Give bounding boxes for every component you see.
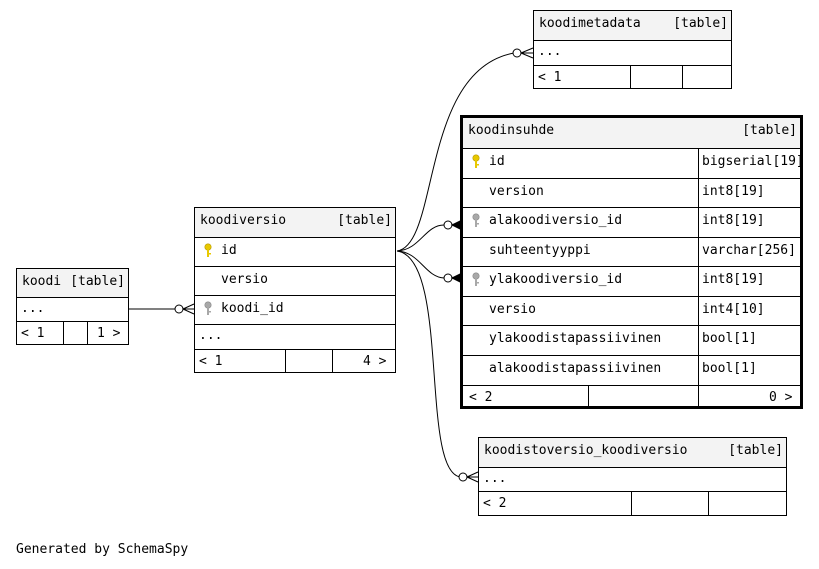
column-row-suhteentyyppi[interactable]: suhteentyyppi varchar[256]: [463, 237, 800, 267]
primary-key-icon: [472, 154, 480, 168]
column-type: bigserial[19]: [702, 154, 804, 169]
table-kind: [table]: [337, 213, 392, 228]
column-name: ylakoodiversio_id: [489, 272, 623, 287]
child-count[interactable]: 1 >: [97, 326, 121, 341]
column-type: varchar[256]: [702, 242, 796, 258]
column-row-version[interactable]: version int8[19]: [463, 178, 800, 208]
child-count[interactable]: 4 >: [363, 354, 387, 369]
edge-crowfoot-koodi-koodiversio: [182, 303, 195, 315]
ellipsis-row: ...: [479, 468, 786, 492]
column-name: suhteentyyppi: [489, 242, 591, 258]
table-koodistoversio-koodiversio[interactable]: koodistoversio_koodiversio [table] ... <…: [478, 437, 787, 516]
table-footer: < 2 0 >: [463, 385, 800, 409]
table-name[interactable]: koodiversio: [200, 213, 287, 228]
edge-circle-koodi-koodiversio: [174, 304, 184, 314]
table-name[interactable]: koodinsuhde: [468, 123, 555, 138]
column-name: koodi_id: [221, 301, 284, 316]
ellipsis-row: ...: [195, 325, 395, 350]
column-row-alakoodistapassiivinen[interactable]: alakoodistapassiivinen bool[1]: [463, 355, 800, 385]
table-footer: < 1 1 >: [17, 322, 128, 344]
ellipsis-text: ...: [199, 328, 223, 343]
table-header[interactable]: koodistoversio_koodiversio [table]: [479, 438, 786, 468]
table-name[interactable]: koodistoversio_koodiversio: [484, 443, 688, 458]
table-koodiversio[interactable]: koodiversio [table] id versio koodi_id .…: [194, 207, 396, 373]
column-name: versio: [221, 272, 268, 287]
edge-koodiversio-koodistoversio: [396, 250, 461, 478]
ellipsis-text: ...: [483, 471, 507, 486]
column-type: int8[19]: [702, 213, 765, 228]
parent-count[interactable]: < 1: [199, 354, 223, 369]
primary-key-icon: [204, 243, 212, 257]
column-row-id[interactable]: id: [195, 238, 395, 267]
column-row-koodi-id[interactable]: koodi_id: [195, 296, 395, 325]
column-row-versio[interactable]: versio: [195, 267, 395, 296]
column-type: int4[10]: [702, 301, 765, 317]
edge-circle-alakoodiversio: [443, 220, 453, 230]
column-name: alakoodistapassiivinen: [489, 360, 662, 376]
column-type: bool[1]: [702, 331, 757, 346]
column-row-ylakoodistapassiivinen[interactable]: ylakoodistapassiivinen bool[1]: [463, 326, 800, 356]
column-type: int8[19]: [702, 272, 765, 287]
table-kind: [table]: [70, 274, 125, 289]
ellipsis-row: ...: [17, 298, 128, 322]
edge-crowfoot-koodimetadata: [520, 47, 534, 59]
table-koodimetadata[interactable]: koodimetadata [table] ... < 1: [533, 10, 732, 89]
column-type: bool[1]: [702, 360, 757, 376]
edge-crowfoot-koodistoversio: [466, 471, 479, 483]
parent-count[interactable]: < 2: [469, 390, 493, 405]
child-count[interactable]: 0 >: [769, 390, 793, 405]
column-row-ylakoodiversio-id[interactable]: ylakoodiversio_id int8[19]: [463, 267, 800, 297]
edge-circle-ylakoodiversio: [443, 273, 453, 283]
table-koodinsuhde[interactable]: koodinsuhde [table] id bigserial[19] versi…: [460, 115, 804, 409]
parent-count[interactable]: < 1: [538, 70, 562, 85]
column-name: versio: [489, 301, 536, 317]
column-type: int8[19]: [702, 183, 765, 199]
table-kind: [table]: [728, 443, 783, 458]
edge-circle-koodistoversio: [458, 472, 468, 482]
ellipsis-text: ...: [538, 44, 562, 59]
parent-count[interactable]: < 2: [483, 496, 507, 511]
parent-count[interactable]: < 1: [21, 326, 45, 341]
edge-koodiversio-koodimetadata: [396, 52, 515, 252]
ellipsis-row: ...: [534, 41, 731, 66]
table-koodi[interactable]: koodi [table] ... < 1 1 >: [16, 268, 129, 345]
edge-koodiversio-alakoodiversio: [396, 224, 445, 252]
ellipsis-text: ...: [21, 301, 45, 316]
table-header[interactable]: koodimetadata [table]: [534, 11, 731, 41]
column-name: id: [221, 243, 237, 258]
table-kind: [table]: [673, 16, 728, 31]
foreign-key-icon: [204, 301, 212, 315]
column-name: alakoodiversio_id: [489, 213, 623, 228]
column-row-id[interactable]: id bigserial[19]: [463, 149, 804, 179]
edge-koodiversio-ylakoodiversio: [396, 250, 445, 279]
table-footer: < 2: [479, 492, 786, 515]
edge-circle-koodimetadata: [512, 48, 522, 58]
column-row-versio[interactable]: versio int4[10]: [463, 296, 800, 326]
column-name: ylakoodistapassiivinen: [489, 331, 662, 346]
foreign-key-icon: [472, 272, 480, 286]
foreign-key-icon: [472, 213, 480, 227]
table-kind: [table]: [742, 123, 797, 138]
column-row-alakoodiversio-id[interactable]: alakoodiversio_id int8[19]: [463, 208, 800, 238]
table-header[interactable]: koodinsuhde [table]: [463, 118, 800, 149]
column-name: version: [489, 183, 544, 199]
table-name[interactable]: koodimetadata: [539, 16, 641, 31]
table-footer: < 1: [534, 66, 731, 88]
table-name[interactable]: koodi: [22, 274, 62, 289]
table-footer: < 1 4 >: [195, 350, 395, 372]
generated-by-footer: Generated by SchemaSpy: [16, 542, 189, 557]
table-header[interactable]: koodi [table]: [17, 269, 128, 298]
table-header[interactable]: koodiversio [table]: [195, 208, 395, 238]
column-name: id: [489, 154, 505, 169]
